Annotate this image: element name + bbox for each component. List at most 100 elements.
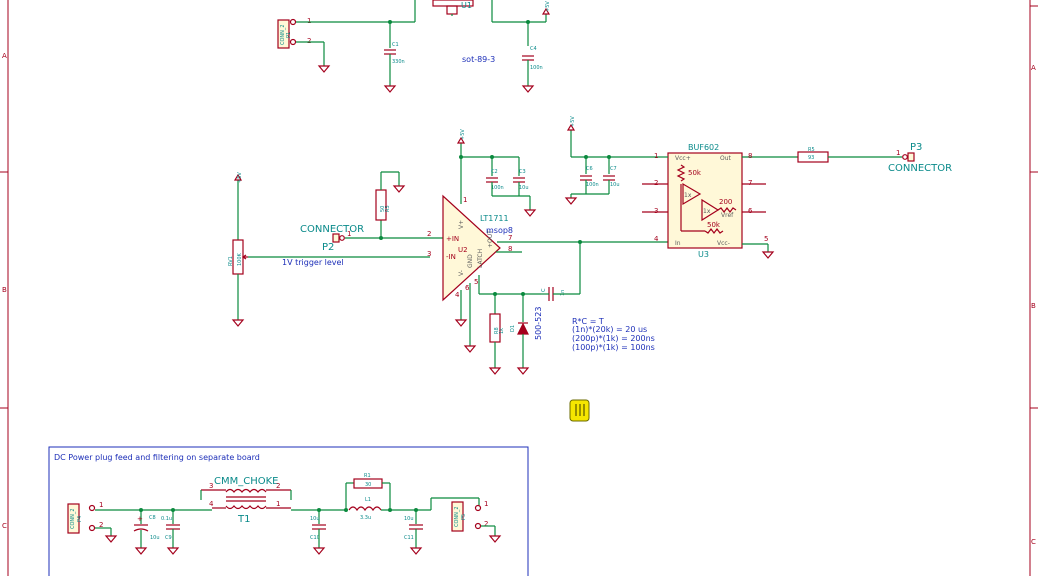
ground-symbol <box>521 85 535 93</box>
capacitor-c1[interactable]: C1 330n <box>384 42 405 65</box>
svg-text:C: C <box>541 288 547 292</box>
ground-symbol <box>383 85 397 93</box>
ground-symbol <box>317 65 331 73</box>
buffer-section: +5V C6 100n C7 10u BUF602 U3 Vcc+ Ou <box>564 116 952 259</box>
svg-text:L1: L1 <box>365 497 371 503</box>
svg-text:V-: V- <box>458 270 465 276</box>
power-board-title: DC Power plug feed and filtering on sepa… <box>54 453 260 462</box>
svg-text:C2: C2 <box>491 169 498 175</box>
svg-text:-IN: -IN <box>446 253 456 261</box>
svg-text:2: 2 <box>484 520 488 528</box>
capacitor-c3[interactable]: C3 10u <box>513 169 529 191</box>
svg-text:3: 3 <box>209 482 213 490</box>
resistor-r8[interactable]: R8 1k <box>489 313 505 343</box>
svg-text:2: 2 <box>276 482 280 490</box>
rc-timing-note: R*C = T (1n)*(20k) = 20 us (200p)*(1k) =… <box>572 317 655 352</box>
svg-text:1: 1 <box>99 501 103 509</box>
ground-symbol <box>392 185 406 193</box>
capacitor-c2[interactable]: C2 100n <box>486 169 504 191</box>
connector-p1[interactable]: CONN_2 P1 1 2 <box>277 17 311 49</box>
svg-text:1x: 1x <box>684 192 692 199</box>
svg-text:1: 1 <box>654 152 658 160</box>
power-flag <box>233 173 243 181</box>
svg-text:Out: Out <box>720 155 732 162</box>
connector-p4[interactable]: CONN_2 P4 1 2 <box>67 501 103 534</box>
power-board-section: DC Power plug feed and filtering on sepa… <box>48 446 529 576</box>
regulator-u1[interactable]: U1 <box>432 0 474 15</box>
svg-text:7: 7 <box>508 234 512 242</box>
svg-text:CONN_2: CONN_2 <box>454 506 460 527</box>
svg-text:C9: C9 <box>165 535 172 541</box>
svg-text:100n: 100n <box>586 182 599 188</box>
ground-symbol <box>134 547 148 555</box>
ground-symbol <box>312 547 326 555</box>
resistor-r1[interactable]: R1 30 <box>353 473 383 489</box>
ground-symbol <box>409 547 423 555</box>
capacitor-c6[interactable]: C6 100n <box>580 166 599 188</box>
choke-t1[interactable]: CMM_CHOKE T1 3 2 4 1 <box>201 476 291 525</box>
buffer-u3[interactable]: BUF602 U3 Vcc+ Out In Vcc- Vref 1x 1x 50… <box>667 143 743 259</box>
trigger-level-label: 1V trigger level <box>282 258 344 267</box>
sheet-note-icon[interactable] <box>569 399 590 422</box>
resistor-r5-pullup[interactable]: 50 R5 <box>375 189 391 221</box>
resistor-r-output[interactable]: R5 93 <box>797 147 829 163</box>
svg-text:100n: 100n <box>491 185 504 191</box>
frame-row-b-right: B <box>1031 302 1036 310</box>
svg-text:(200p)*(1k) = 200ns: (200p)*(1k) = 200ns <box>572 334 655 343</box>
capacitor-c9[interactable]: 0.1u C9 <box>161 516 180 541</box>
svg-text:P2: P2 <box>322 242 334 253</box>
svg-text:In: In <box>675 240 681 247</box>
connector-p3[interactable]: 1 P3 CONNECTOR <box>888 142 952 174</box>
svg-text:C4: C4 <box>530 46 537 52</box>
capacitor-c8[interactable]: + C8 10u <box>133 515 160 541</box>
comparator-section: +5V 100K RV1 1V trigger level 3 CONNECTO… <box>228 129 668 375</box>
svg-text:R1: R1 <box>364 473 371 479</box>
svg-text:1: 1 <box>484 500 488 508</box>
connector-p2[interactable]: CONNECTOR P2 1 <box>300 224 364 253</box>
connector-p5[interactable]: CONN_2 P5 1 2 <box>451 500 488 532</box>
svg-text:LATCH: LATCH <box>477 249 484 268</box>
capacitor-c11[interactable]: 10u C11 <box>404 516 423 541</box>
inductor-l1[interactable]: L1 3.3u <box>348 497 382 521</box>
capacitor-c7[interactable]: C7 10u <box>603 166 620 188</box>
svg-text:6: 6 <box>465 284 470 292</box>
svg-text:T1: T1 <box>237 514 250 525</box>
svg-text:1n: 1n <box>560 290 566 296</box>
svg-text:P1: P1 <box>286 32 292 38</box>
capacitor-c4[interactable]: C4 100n <box>522 46 543 71</box>
svg-text:30: 30 <box>365 482 371 488</box>
diode-d1[interactable]: D1 500-523 <box>510 307 543 340</box>
capacitor-c10[interactable]: 10u C10 <box>310 516 326 541</box>
svg-text:4: 4 <box>455 291 460 299</box>
svg-text:100n: 100n <box>530 65 543 71</box>
svg-text:C11: C11 <box>404 535 414 541</box>
svg-text:7: 7 <box>748 179 752 187</box>
ground-symbol <box>523 209 537 217</box>
frame-row-a-left: A <box>2 52 7 60</box>
comparator-u2[interactable]: +IN -IN U2 V+ V- GND LATCH +OUT <box>442 194 501 302</box>
svg-text:3: 3 <box>654 207 658 215</box>
svg-text:Vref: Vref <box>721 212 734 219</box>
svg-text:R8: R8 <box>494 327 500 334</box>
u2-package-label: msop8 <box>486 226 513 235</box>
u2-part-label: LT1711 <box>480 214 509 223</box>
ground-symbol <box>564 197 578 205</box>
potentiometer-rv1[interactable]: 100K RV1 <box>228 239 248 275</box>
svg-text:100K: 100K <box>237 252 243 266</box>
svg-text:1: 1 <box>347 230 351 238</box>
power-flag <box>541 7 551 15</box>
svg-text:2: 2 <box>307 37 311 45</box>
svg-text:2: 2 <box>654 179 658 187</box>
frame-row-b-left: B <box>2 286 7 294</box>
svg-text:C8: C8 <box>149 515 156 521</box>
svg-text:U2: U2 <box>458 246 468 254</box>
svg-text:50k: 50k <box>688 169 702 177</box>
svg-text:R5: R5 <box>385 205 391 212</box>
svg-text:1: 1 <box>307 17 311 25</box>
svg-text:P4: P4 <box>77 516 83 522</box>
svg-text:D1: D1 <box>510 325 516 332</box>
svg-text:200: 200 <box>719 198 732 206</box>
svg-text:+5V: +5V <box>237 172 243 183</box>
